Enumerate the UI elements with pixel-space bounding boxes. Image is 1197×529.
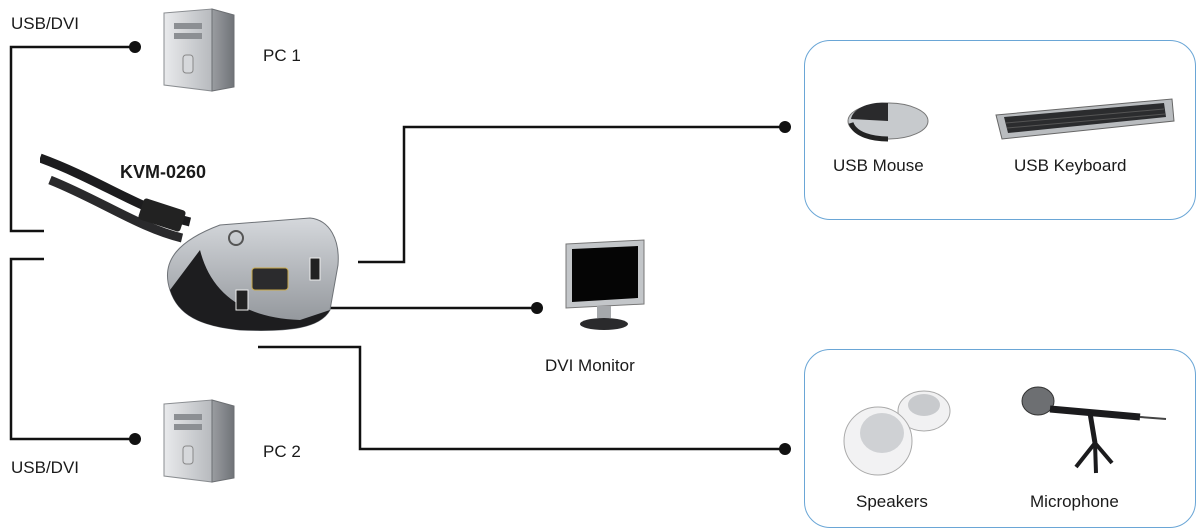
pc1-label: PC 1 [263, 46, 301, 65]
pc2-label: PC 2 [263, 442, 301, 461]
usb-keyboard-label: USB Keyboard [1014, 156, 1127, 175]
microphone-icon [1021, 386, 1167, 474]
kvm-switch-icon [40, 153, 339, 331]
speakers-icon [843, 390, 951, 476]
speakers-label: Speakers [856, 492, 928, 511]
keyboard-icon [995, 98, 1175, 140]
pc1-cable-line [9, 45, 135, 233]
monitor-endpoint-dot [531, 302, 543, 314]
dvi-monitor-label: DVI Monitor [545, 356, 635, 375]
usb-mouse-label: USB Mouse [833, 156, 924, 175]
pc-tower-icon [163, 8, 235, 92]
usb-endpoint-dot [779, 121, 791, 133]
audio-endpoint-dot [779, 443, 791, 455]
usb-devices-line [358, 125, 785, 264]
pc2-endpoint-dot [129, 433, 141, 445]
mouse-icon [847, 102, 929, 142]
usb-dvi-bottom-label: USB/DVI [11, 458, 80, 477]
pc-tower-icon [163, 399, 235, 483]
microphone-label: Microphone [1030, 492, 1119, 511]
monitor-icon [565, 239, 645, 330]
kvm-model-label: KVM-0260 [120, 162, 207, 182]
usb-dvi-top-label: USB/DVI [11, 14, 80, 33]
audio-line [258, 345, 785, 451]
pc2-cable-line [9, 257, 135, 441]
pc1-endpoint-dot [129, 41, 141, 53]
